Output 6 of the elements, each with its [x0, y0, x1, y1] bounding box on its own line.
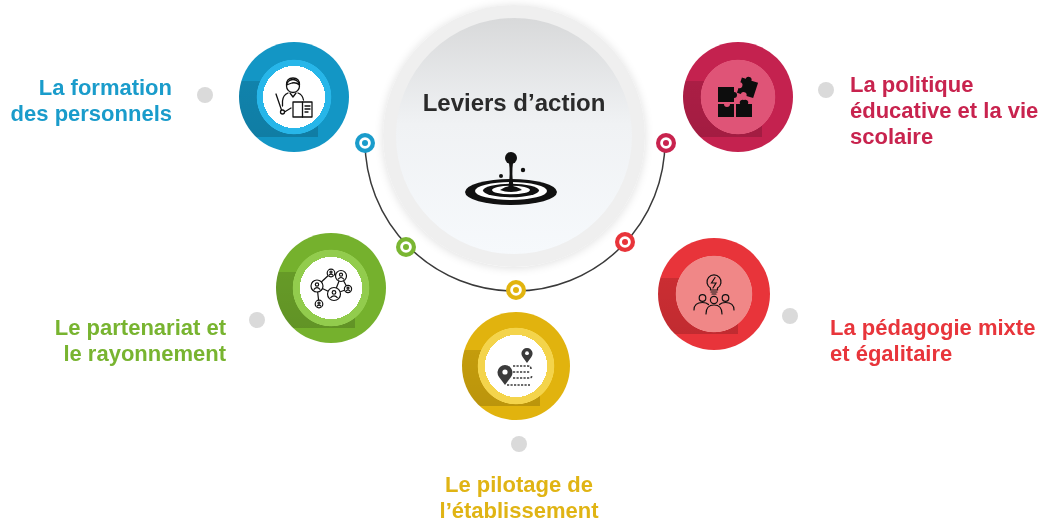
node-label: La formation des personnels — [9, 75, 172, 127]
node-label: Le pilotage de l’établissement — [438, 472, 600, 524]
hub-title: Leviers d’action — [422, 88, 606, 118]
node-label: Le partenariat et le rayonnement — [53, 315, 226, 367]
node-label: La pédagogie mixte et égalitaire — [830, 315, 1037, 367]
node-label: La politique éducative et la vie scolaire — [850, 72, 1040, 150]
